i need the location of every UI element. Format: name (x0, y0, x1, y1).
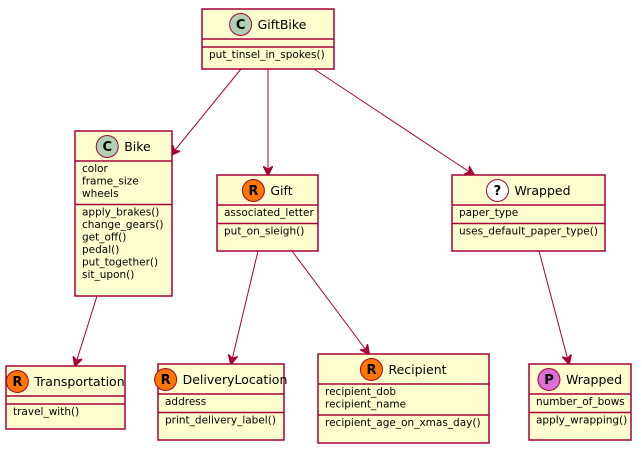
stereotype-c-icon: C (95, 135, 119, 158)
attribute-label: recipient_dob (325, 386, 396, 398)
attribute-label: recipient_name (325, 399, 406, 411)
edge-gift-to-deliverylocation (231, 250, 259, 364)
stereotype-c-icon: C (229, 13, 253, 36)
nodes-layer: GiftBikeCput_tinsel_in_spokes()BikeCcolo… (5, 8, 632, 444)
class-box (216, 174, 319, 252)
class-box (74, 130, 173, 297)
class-name: Gift (270, 183, 292, 198)
class-name: Wrapped (566, 372, 622, 387)
stereotype-r-icon: R (154, 368, 178, 391)
edge-giftbike-to-bike (171, 68, 242, 155)
stereotype-r-icon: R (5, 370, 29, 393)
class-name: Recipient (388, 362, 446, 377)
class-box (451, 174, 606, 252)
class-name: Wrapped (514, 183, 570, 198)
class-name: Transportation (33, 374, 124, 389)
method-label: apply_brakes() (82, 207, 159, 219)
class-recipient[interactable]: Recipient Rrecipient_dobrecipient_namerec… (317, 353, 490, 444)
method-label: uses_default_paper_type() (459, 226, 598, 238)
svg-text:C: C (102, 140, 112, 155)
svg-text:?: ? (494, 184, 502, 199)
edge-gift-to-recipient (291, 250, 369, 354)
attribute-label: associated_letter (224, 207, 314, 219)
method-label: get_off() (82, 232, 126, 244)
attribute-label: frame_size (82, 176, 139, 188)
method-label: apply_wrapping() (536, 415, 627, 427)
edges-layer (75, 68, 569, 366)
attribute-label: wheels (82, 188, 119, 200)
edge-wrapped1-to-wrapped2 (538, 250, 569, 364)
class-wrapped1[interactable]: Wrapped? paper_type uses_default_paper_typ… (451, 174, 606, 252)
class-name: GiftBike (258, 17, 307, 32)
attribute-label: number_of_bows (536, 396, 625, 408)
edge-giftbike-to-wrapped1 (313, 68, 474, 175)
svg-text:C: C (236, 18, 246, 33)
svg-text:P: P (544, 373, 554, 388)
method-label: print_delivery_label() (165, 415, 276, 427)
svg-text:R: R (161, 373, 171, 388)
attribute-label: address (165, 396, 206, 408)
attribute-label: paper_type (459, 207, 518, 219)
class-name: DeliveryLocation (183, 372, 288, 387)
class-box (317, 353, 490, 444)
stereotype-r-icon: R (359, 358, 383, 381)
svg-text:R: R (12, 375, 22, 390)
stereotype-unknown-icon: ? (485, 179, 509, 202)
class-name: Bike (124, 139, 151, 154)
stereotype-p-icon: P (537, 368, 561, 391)
stereotype-r-icon: R (241, 179, 265, 202)
method-label: sit_upon() (82, 269, 134, 281)
method-label: put_on_sleigh() (224, 226, 304, 238)
edge-bike-to-transportation (75, 295, 98, 366)
attribute-label: color (82, 163, 109, 175)
svg-text:R: R (248, 184, 258, 199)
method-label: pedal() (82, 244, 119, 256)
method-label: travel_with() (13, 406, 79, 418)
method-label: recipient_age_on_xmas_day() (325, 417, 481, 429)
svg-text:R: R (366, 363, 376, 378)
method-label: put_together() (82, 257, 158, 269)
method-label: change_gears() (82, 219, 163, 231)
method-label: put_tinsel_in_spokes() (209, 49, 325, 61)
class-box (157, 363, 285, 441)
